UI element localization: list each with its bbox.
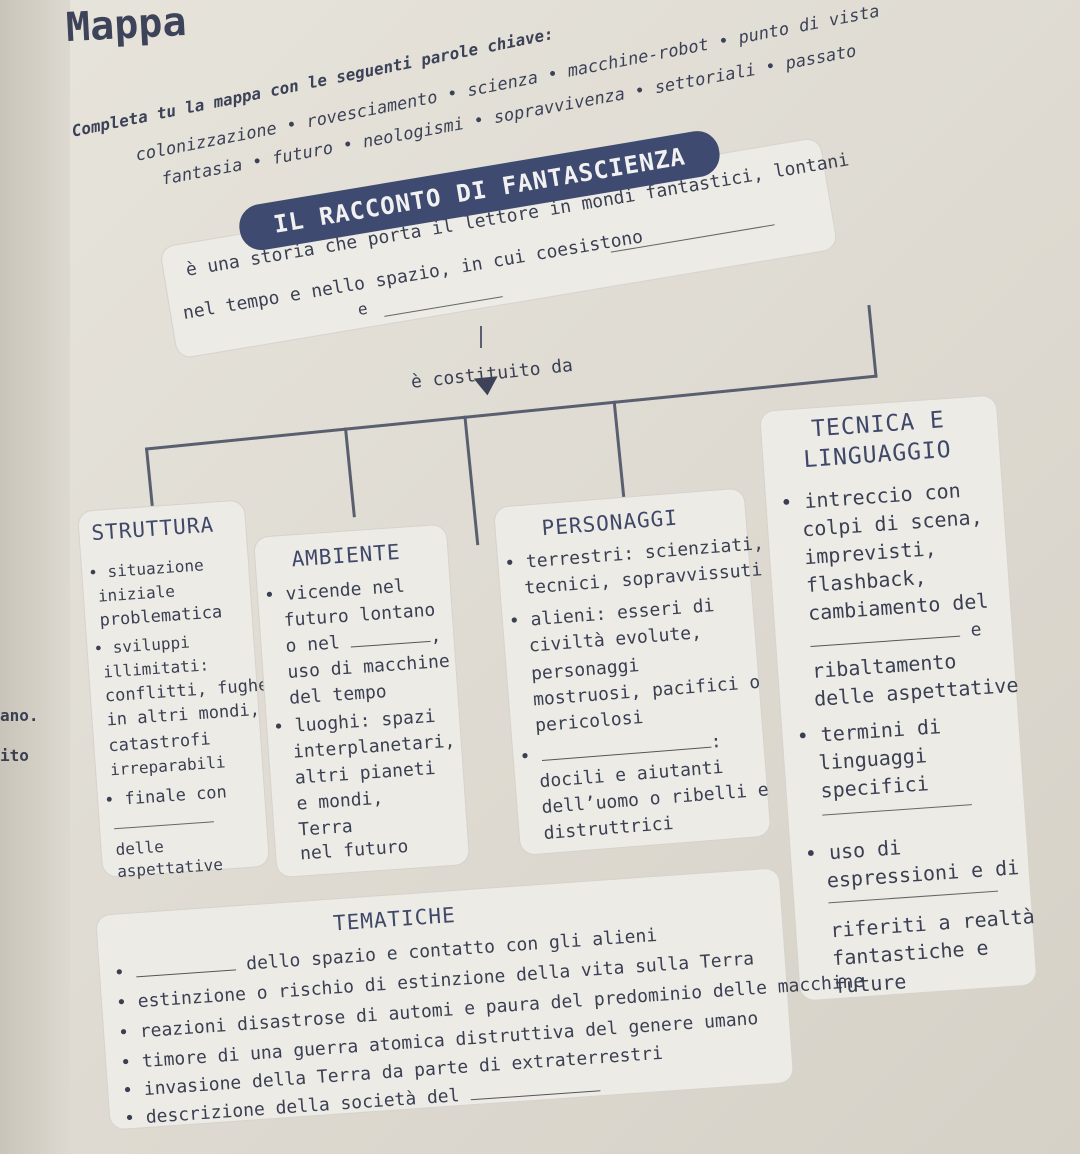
margin-fragment: ito xyxy=(0,746,29,765)
ambiente-box: AMBIENTE vicende nel futuro lontano o ne… xyxy=(254,524,470,878)
blank-line xyxy=(822,804,972,816)
personaggi-line: distruttrici xyxy=(542,812,675,845)
tecnica-line: uso di xyxy=(804,835,902,866)
struttura-line: problematica xyxy=(98,602,223,631)
connector-line xyxy=(480,326,482,348)
ambiente-line-text: o nel xyxy=(284,632,341,658)
ambiente-line: altri pianeti xyxy=(294,757,437,789)
blank-line xyxy=(350,639,431,648)
struttura-line: illimitati: xyxy=(102,655,210,682)
tecnica-title-line-1: TECNICA E xyxy=(810,407,946,443)
struttura-line: catastrofi xyxy=(107,729,212,757)
tematiche-title: TEMATICHE xyxy=(332,902,457,936)
blank-line xyxy=(135,968,236,978)
bullet xyxy=(113,961,136,983)
personaggi-box: PERSONAGGI terrestri: scienziati, tecnic… xyxy=(494,488,771,855)
tecnica-title-line-2: LINGUAGGIO xyxy=(802,436,953,474)
ambiente-line: Terra xyxy=(297,815,354,841)
ambiente-line: nel futuro xyxy=(299,836,410,865)
bullet xyxy=(519,745,542,768)
blank-line xyxy=(810,634,961,648)
ambiente-line: uso di macchine xyxy=(286,650,451,683)
struttura-line: sviluppi xyxy=(93,633,190,659)
tecnica-line: e xyxy=(809,619,982,652)
tecnica-box: TECNICA E LINGUAGGIO intreccio con colpi… xyxy=(760,395,1037,1001)
tecnica-line: imprevisti, xyxy=(803,536,938,570)
tecnica-line: linguaggi xyxy=(817,743,928,775)
personaggi-line: personaggi xyxy=(530,655,641,685)
down-arrow-icon xyxy=(473,376,500,397)
struttura-box: STRUTTURA situazione iniziale problemati… xyxy=(78,500,270,881)
page-title: Mappa xyxy=(64,0,188,52)
personaggi-line: pericolosi xyxy=(534,706,645,737)
personaggi-title: PERSONAGGI xyxy=(540,505,679,541)
tecnica-line: riferiti a realtà xyxy=(829,904,1036,943)
struttura-line: finale con xyxy=(104,782,228,811)
struttura-line: iniziale xyxy=(97,581,176,606)
blank-line xyxy=(828,890,999,904)
struttura-title: STRUTTURA xyxy=(90,512,215,546)
bullet xyxy=(123,1107,146,1129)
definition-conjunction: e xyxy=(356,298,369,320)
ambiente-line-end: , xyxy=(429,625,442,647)
ambiente-line: vicende nel xyxy=(263,576,405,607)
tecnica-line-end: e xyxy=(969,619,983,641)
ambiente-title: AMBIENTE xyxy=(290,539,402,572)
page-gutter-shadow xyxy=(0,0,70,1154)
struttura-line: irreparabili xyxy=(109,752,227,780)
ambiente-line: del tempo xyxy=(288,681,388,709)
tecnica-line: specifici xyxy=(819,771,930,803)
tecnica-line: flashback, xyxy=(805,564,928,598)
personaggi-line-end: : xyxy=(709,730,723,753)
struttura-line: situazione xyxy=(88,555,204,582)
ambiente-line: e mondi, xyxy=(295,787,384,815)
margin-fragment: ano. xyxy=(0,706,39,725)
blank-line xyxy=(114,821,214,830)
struttura-line: delle xyxy=(114,836,165,860)
